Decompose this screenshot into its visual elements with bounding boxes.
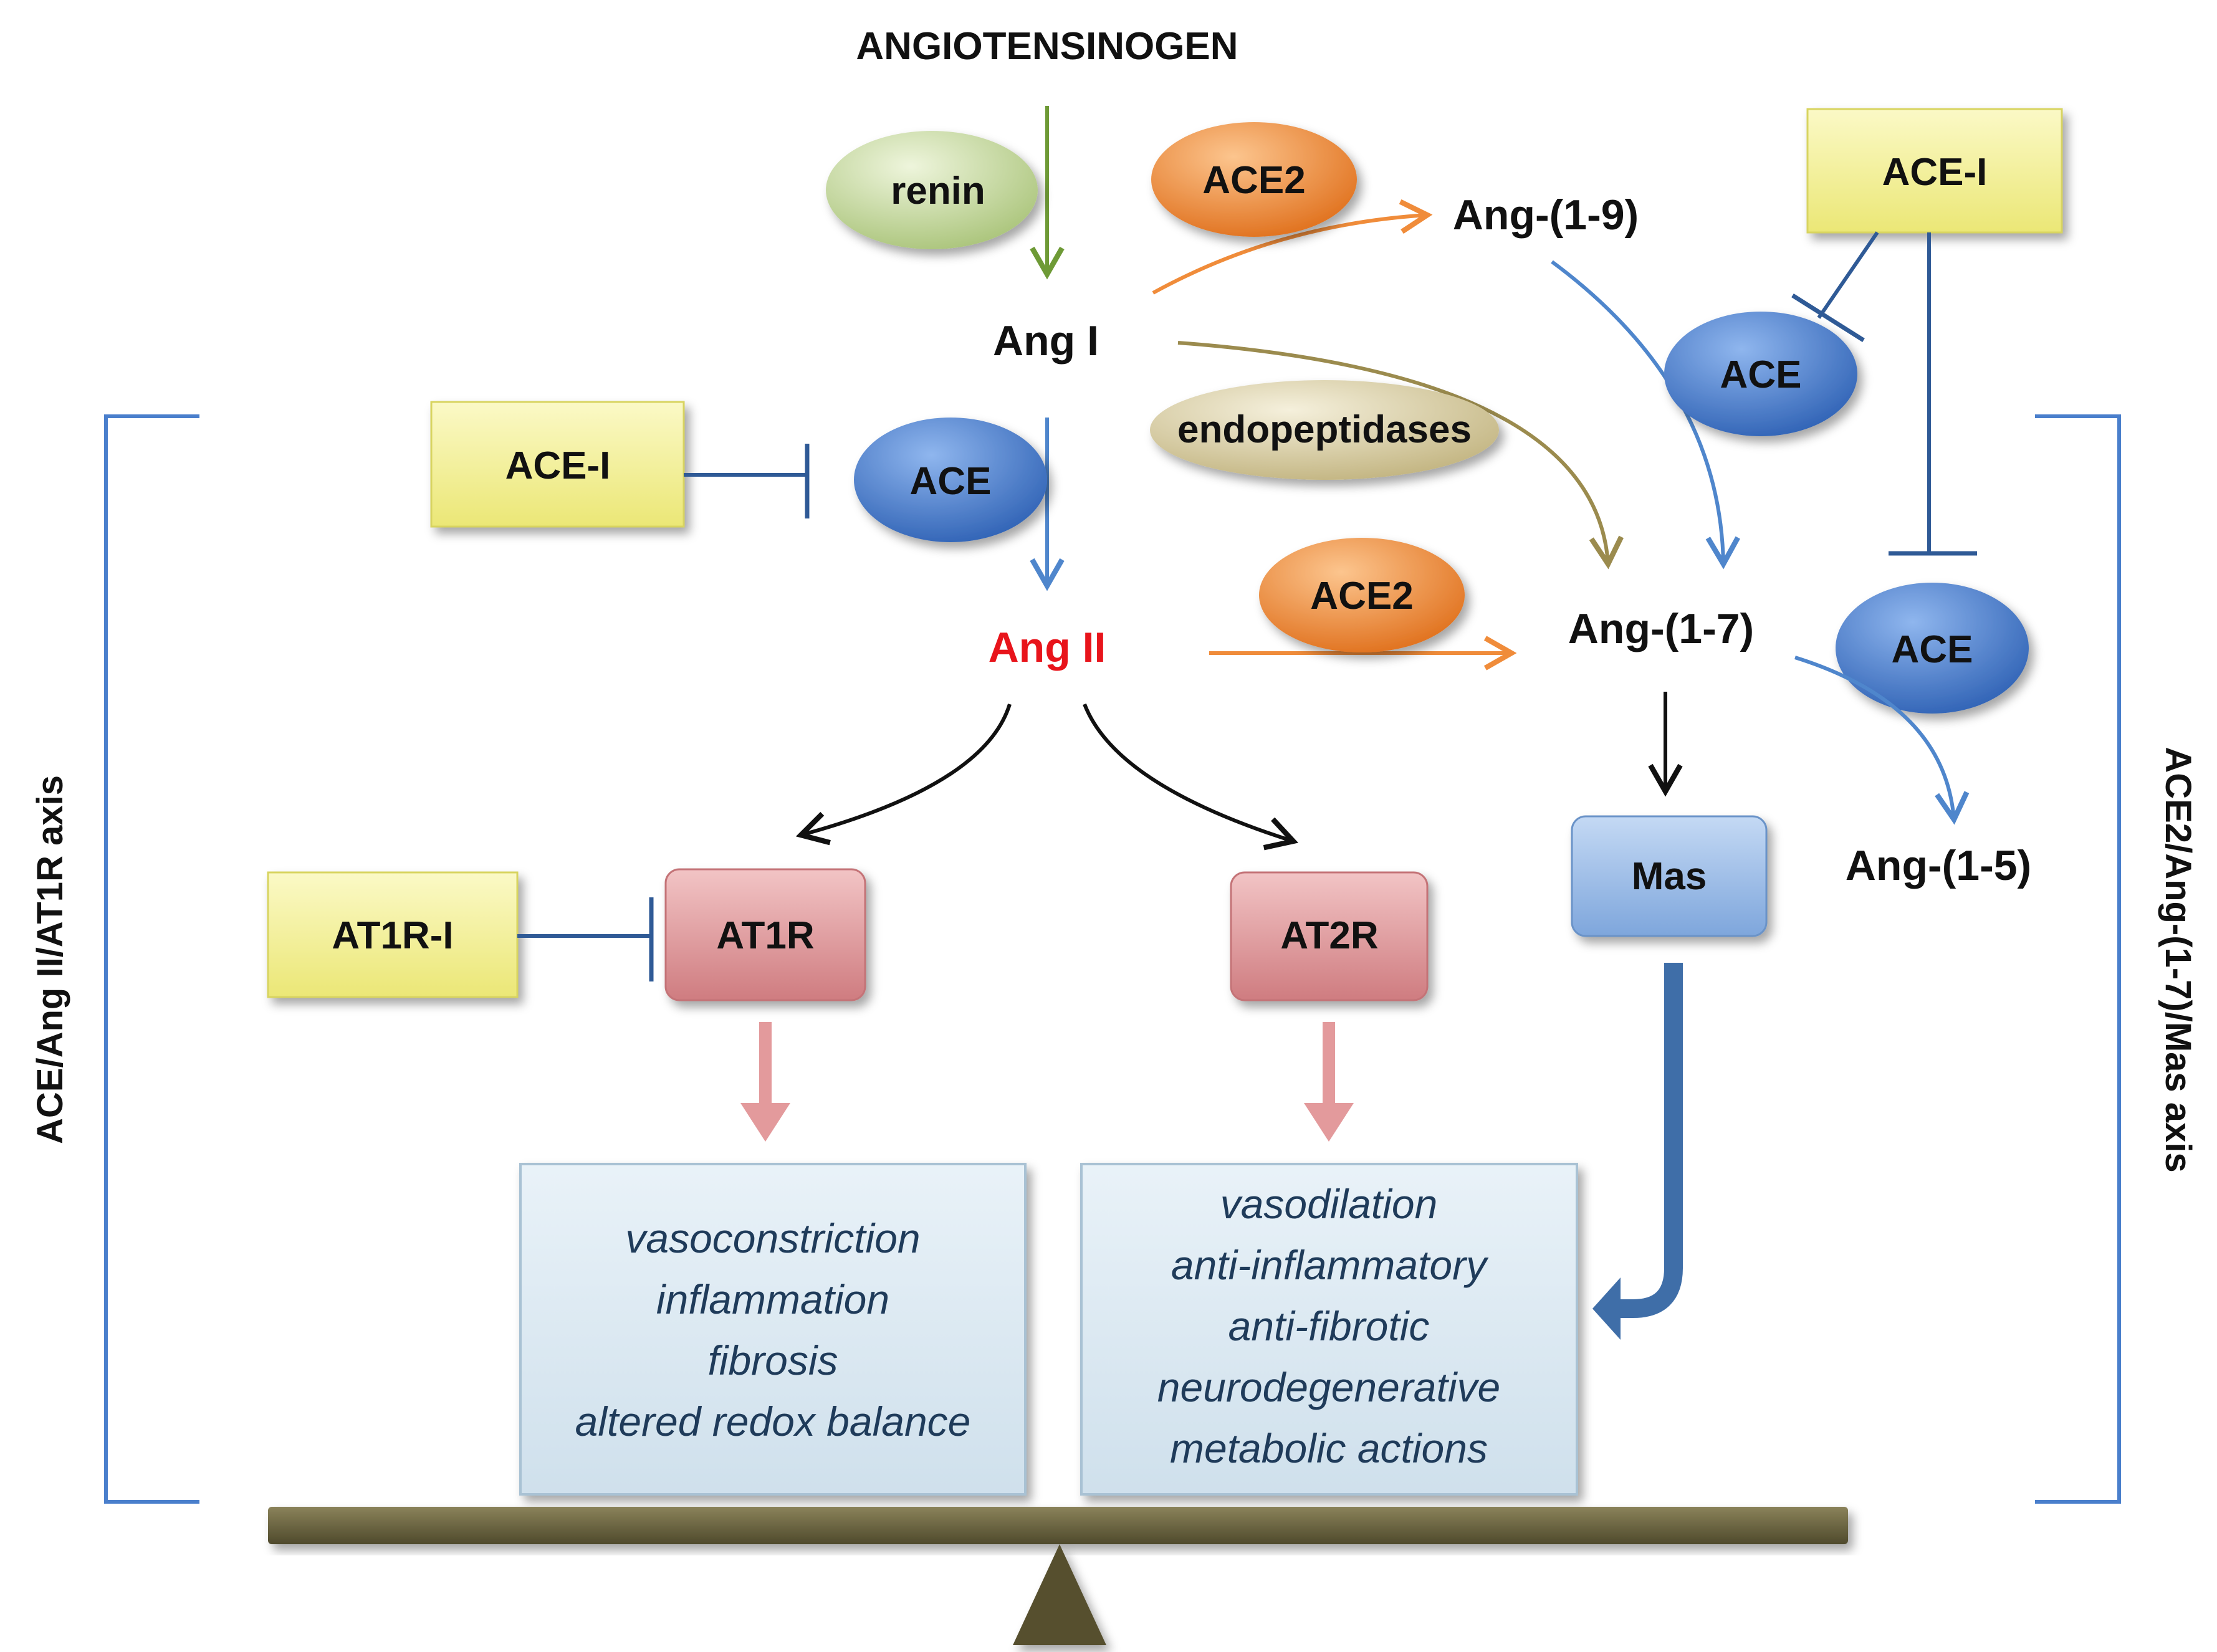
at1r-rect [664, 868, 866, 1001]
ang-1-5-label: Ang-(1-5) [1846, 842, 2031, 889]
at2r-node: AT2R [1230, 871, 1429, 1001]
at1r-effects-rect [519, 1163, 1027, 1496]
renin-node: renin [826, 131, 1038, 249]
balance-fulcrum [1013, 1544, 1106, 1645]
left-axis-label: ACE/Ang II/AT1R axis [30, 775, 70, 1144]
ace2-node-mid: ACE2 [1259, 538, 1465, 652]
at2r-rect [1230, 871, 1429, 1001]
ace2-mid-ellipse [1259, 538, 1465, 652]
renin-label: renin [891, 169, 985, 212]
ace2-mid-label: ACE2 [1310, 575, 1413, 618]
left-axis-bracket [104, 414, 199, 1504]
at1r-effect-0: vasoconstriction [625, 1215, 920, 1261]
ace-node-right-bottom: ACE [1836, 583, 2029, 714]
ang-ii-to-at2r-arrow [1083, 703, 1299, 851]
at1r-label: AT1R [716, 914, 814, 957]
mas-label: Mas [1632, 855, 1707, 898]
at1r-effect-arrow [740, 1022, 790, 1142]
ace-left-label: ACE [910, 460, 992, 503]
endopeptidases-ellipse [1150, 380, 1499, 480]
at2r-effect-0: vasodilation [1220, 1181, 1438, 1227]
ace-node-right-top: ACE [1664, 312, 1857, 436]
at2r-effect-arrow [1304, 1022, 1354, 1142]
endopeptidases-node: endopeptidases [1150, 380, 1499, 480]
at2r-label: AT2R [1280, 914, 1378, 957]
mas-rect [1571, 815, 1768, 937]
ace-right-top-label: ACE [1720, 353, 1802, 396]
ace-node-left: ACE [854, 418, 1047, 542]
ace2-to-ang19-arrow [1152, 199, 1433, 295]
at1r-effect-2: fibrosis [707, 1337, 838, 1383]
at2r-effect-4: metabolic actions [1170, 1425, 1488, 1471]
ace2-top-ellipse [1151, 122, 1357, 237]
at1r-effect-1: inflammation [656, 1276, 889, 1322]
mas-node: Mas [1571, 815, 1768, 937]
mas-effect-arrow [1614, 963, 1683, 1318]
at2r-effect-2: anti-fibrotic [1228, 1303, 1430, 1349]
angiotensinogen-label: ANGIOTENSINOGEN [856, 25, 1238, 68]
balance-beam [268, 1507, 1848, 1544]
ang-ii-to-at1r-arrow [795, 704, 1012, 846]
ace-i-right-inhibit-bar-1 [1791, 294, 1865, 342]
at2r-effects-box: vasodilation anti-inflammatory anti-fibr… [1080, 1163, 1578, 1496]
ace-i-right-label: ACE-I [1882, 151, 1988, 194]
ace2-node-top: ACE2 [1151, 122, 1357, 237]
ang-1-9-label: Ang-(1-9) [1453, 191, 1639, 239]
ace-right-bottom-label: ACE [1892, 628, 1973, 671]
at1r-effects-box: vasoconstriction inflammation fibrosis a… [519, 1163, 1027, 1496]
at1r-effect-3: altered redox balance [575, 1398, 971, 1444]
at2r-effect-3: neurodegenerative [1157, 1364, 1500, 1410]
ace-i-right-inhibit-line-1 [1817, 231, 1879, 319]
right-axis-bracket [2035, 414, 2121, 1504]
ace-i-left-box: ACE-I [430, 401, 685, 528]
at2r-effect-1: anti-inflammatory [1171, 1242, 1489, 1288]
ace-i-left-rect [430, 401, 685, 528]
ace-i-right-box: ACE-I [1806, 108, 2063, 234]
ace-left-ellipse [854, 418, 1047, 542]
at1r-i-rect [267, 871, 519, 998]
ang17-to-ang15-arrow [1794, 656, 1970, 825]
at1r-i-label: AT1R-I [332, 914, 453, 957]
ace-right-bottom-ellipse [1836, 583, 2029, 714]
ace-right-top-ellipse [1664, 312, 1857, 436]
ace-i-left-label: ACE-I [505, 444, 611, 487]
ace2-top-label: ACE2 [1202, 159, 1305, 202]
at2r-effects-rect [1080, 1163, 1578, 1496]
ang-1-7-label: Ang-(1-7) [1568, 605, 1754, 652]
at1r-node: AT1R [664, 868, 866, 1001]
right-axis-label: ACE2/Ang-(1-7)/Mas axis [2158, 747, 2198, 1172]
endopeptidases-label: endopeptidases [1177, 408, 1472, 451]
mas-effect-arrowhead [1592, 1277, 1621, 1340]
renin-ellipse [826, 131, 1038, 249]
endopeptidases-arrow [1177, 341, 1624, 570]
ang-i-label: Ang I [993, 317, 1099, 365]
at1r-i-box: AT1R-I [267, 871, 519, 998]
ang-ii-label: Ang II [989, 624, 1106, 671]
ace-i-right-rect [1806, 108, 2063, 234]
